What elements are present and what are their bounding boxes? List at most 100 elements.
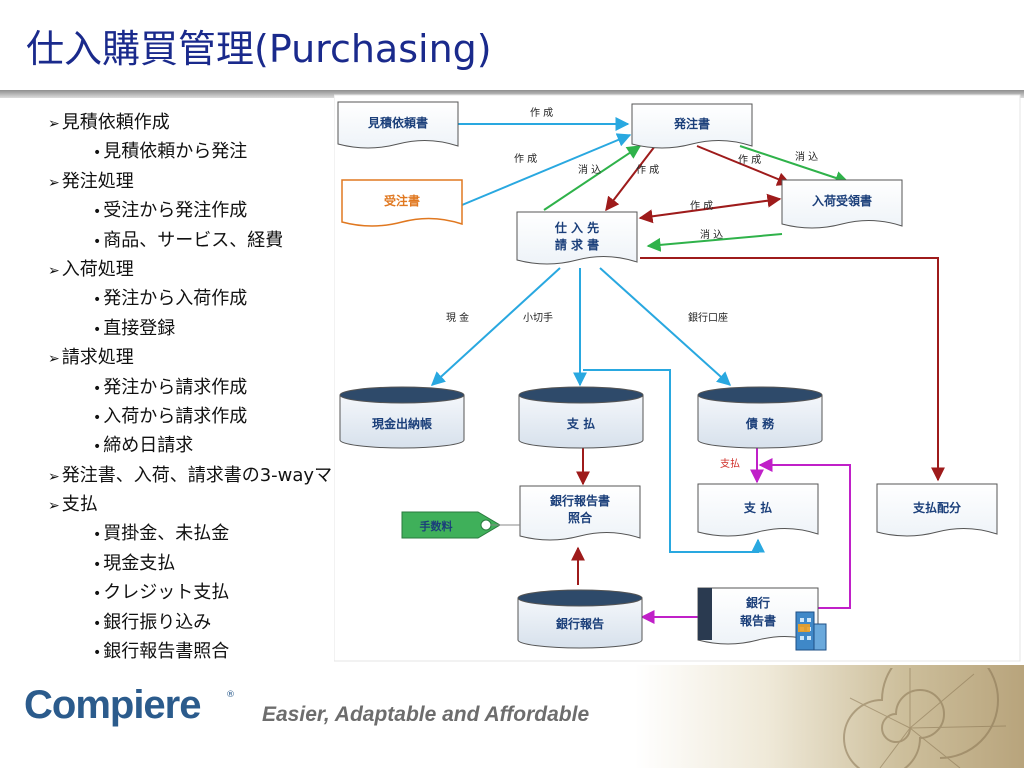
node-quote-request <box>337 101 459 149</box>
edge-invoice-consume-po <box>543 145 642 211</box>
outline-text: 発注から入荷作成 <box>103 288 248 310</box>
slide-title: 仕入購買管理(Purchasing) <box>26 27 492 71</box>
node-quote-request-label: 見積依頼書 <box>367 115 428 130</box>
label-consume-receipt-inv: 消 込 <box>700 228 723 241</box>
node-liability <box>697 386 823 449</box>
dot-bullet-icon: • <box>93 145 102 162</box>
dot-bullet-icon: • <box>93 556 102 573</box>
outline-subitem: •直接登録 <box>48 314 488 343</box>
node-bank-report-doc-label-1: 銀行 <box>745 595 770 610</box>
outline-text: 見積依頼作成 <box>61 112 170 133</box>
node-vendor-invoice-label-2: 請 求 書 <box>555 237 599 252</box>
outline-text: クレジット支払 <box>103 582 230 604</box>
title-underline <box>0 90 1024 98</box>
label-consume-left: 消 込 <box>578 163 601 176</box>
dot-bullet-icon: • <box>93 586 102 603</box>
outline-subitem: •買掛金、未払金 <box>48 519 488 548</box>
outline-subitem: •入荷から請求作成 <box>48 402 488 431</box>
label-create-mid: 作 成 <box>636 164 659 176</box>
arrow-bullet-icon: ➢ <box>48 116 60 132</box>
node-payment-db-label: 支 払 <box>566 416 595 431</box>
outline-subitem: •見積依頼から発注 <box>48 137 488 166</box>
outline-subitem: •締め日請求 <box>48 431 488 460</box>
outline-text: 買掛金、未払金 <box>103 523 230 545</box>
outline-text: 銀行報告書照合 <box>103 641 230 663</box>
label-create-top: 作 成 <box>530 107 553 119</box>
outline-text: 入荷処理 <box>61 258 134 280</box>
edge-invoice-to-cash <box>430 267 561 386</box>
purchasing-flow-diagram: 作 成 作 成 消 込 作 成 作 成 消 込 作 成 消 込 現 金 小切手 … <box>334 94 1021 662</box>
label-cash: 現 金 <box>446 311 469 324</box>
dot-bullet-icon: • <box>93 380 102 397</box>
label-create-from-order: 作 成 <box>514 153 537 165</box>
outline-list: ➢見積依頼作成•見積依頼から発注➢発注処理•受注から発注作成•商品、サービス、経… <box>48 108 488 666</box>
node-bank-report-doc-label-2: 報告書 <box>740 613 776 628</box>
outline-text: 請求処理 <box>61 347 134 369</box>
building-icon <box>795 611 827 651</box>
node-bank-statement-match-label-2: 照合 <box>568 510 593 525</box>
edge-order-to-po <box>461 133 632 206</box>
node-vendor-invoice <box>516 211 638 265</box>
outline-subitem: •銀行振り込み <box>48 608 488 637</box>
node-sales-order <box>341 179 463 227</box>
outline-subitem: •受注から発注作成 <box>48 196 488 225</box>
registered-mark: ® <box>226 690 235 700</box>
dot-bullet-icon: • <box>93 615 102 632</box>
label-payment: 支払 <box>720 457 740 470</box>
outline-text: 受注から発注作成 <box>103 200 248 222</box>
node-payment-allocation-label: 支払配分 <box>912 500 961 515</box>
outline-subitem: •発注から請求作成 <box>48 373 488 402</box>
outline-text: 発注処理 <box>61 170 134 192</box>
node-liability-label: 債 務 <box>745 416 775 431</box>
outline-subitem: •クレジット支払 <box>48 578 488 607</box>
footer-tagline: Easier, Adaptable and Affordable <box>262 703 590 726</box>
node-purchase-order-label: 発注書 <box>673 116 710 131</box>
outline-heading: ➢発注処理 <box>48 167 488 196</box>
outline-text: 発注書、入荷、請求書の3-wayマッチング <box>61 464 405 486</box>
arrow-bullet-icon: ➢ <box>48 498 60 515</box>
edge-bankdoc-to-payment <box>758 458 851 609</box>
outline-text: 支払 <box>61 494 98 516</box>
dot-bullet-icon: • <box>93 292 102 309</box>
node-payment-doc <box>697 483 819 537</box>
outline-text: 発注から請求作成 <box>103 376 248 398</box>
outline-subitem: •銀行報告書照合 <box>48 637 488 666</box>
outline-heading: ➢支払 <box>48 490 488 519</box>
dot-bullet-icon: • <box>93 409 102 426</box>
compiere-logo: Compiere <box>24 683 201 727</box>
outline-heading: ➢請求処理 <box>48 343 488 372</box>
arrow-bullet-icon: ➢ <box>48 174 60 191</box>
edge-po-to-invoice <box>605 145 656 212</box>
outline-text: 現金支払 <box>103 552 176 574</box>
node-bank-report-db <box>517 589 643 649</box>
node-bank-statement-match-label-1: 銀行報告書 <box>549 493 610 508</box>
edge-receipt-invoice-consume <box>646 233 783 252</box>
node-payment-allocation <box>876 483 998 537</box>
edge-payment-loop <box>583 369 765 553</box>
node-sales-order-label: 受注書 <box>384 193 420 208</box>
outline-text: 入荷から請求作成 <box>103 405 248 427</box>
footer-band <box>0 665 1024 768</box>
edge-receipt-consume-po <box>739 145 850 185</box>
label-create-receipt-inv: 作 成 <box>690 200 713 212</box>
outline-subitem: •発注から入荷作成 <box>48 284 488 313</box>
outline-heading: ➢発注書、入荷、請求書の3-wayマッチング <box>48 461 488 490</box>
outline-subitem: •商品、サービス、経費 <box>48 226 488 255</box>
dot-bullet-icon: • <box>93 527 102 544</box>
outline-text: 直接登録 <box>103 317 176 339</box>
dot-bullet-icon: • <box>93 321 102 338</box>
node-cash-journal-label: 現金出納帳 <box>372 416 432 431</box>
arrow-bullet-icon: ➢ <box>48 262 60 279</box>
label-consume-right-top: 消 込 <box>795 150 818 163</box>
nautilus-shell-graphic <box>843 668 1007 768</box>
edge-invoice-to-allocation <box>640 257 945 482</box>
dot-bullet-icon: • <box>93 439 102 456</box>
node-receipt <box>781 179 903 229</box>
node-cash-journal <box>339 386 465 449</box>
outline-text: 商品、サービス、経費 <box>103 229 284 251</box>
label-bank-account: 銀行口座 <box>688 311 728 324</box>
edge-po-to-receipt <box>696 145 792 186</box>
outline-heading: ➢見積依頼作成 <box>48 108 488 137</box>
dot-bullet-icon: • <box>93 204 102 221</box>
label-create-right: 作 成 <box>738 154 761 166</box>
